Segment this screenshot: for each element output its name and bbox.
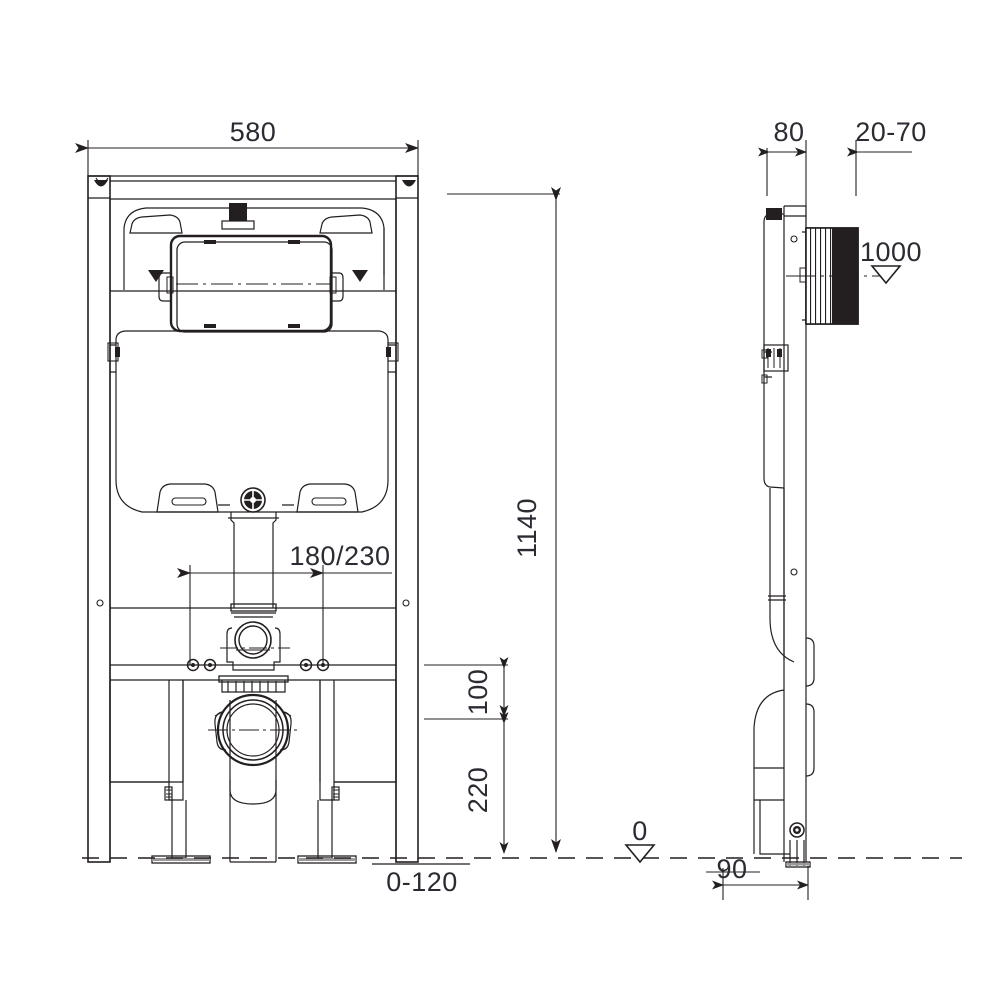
waste-pipe-elbow (208, 675, 298, 863)
fill-valve-knob (240, 487, 266, 513)
datum-zero-marker (624, 844, 656, 864)
level-triangle-left (148, 270, 164, 282)
dimension-580 (75, 140, 419, 176)
dimension-label-580: 580 (230, 117, 277, 147)
datum-label-0: 0 (632, 816, 648, 846)
dimension-180-230 (177, 565, 392, 665)
side-frame-foot (785, 822, 811, 868)
frame-leg-right (297, 680, 357, 864)
frame-lower-horizontals (109, 680, 397, 783)
level-label-1000: 1000 (860, 237, 922, 267)
cistern-body (107, 207, 399, 513)
dimension-label-0-120: 0-120 (386, 867, 458, 897)
inspection-opening (158, 203, 344, 333)
dimension-90 (706, 866, 809, 900)
dimension-label-220: 220 (463, 767, 493, 814)
dimension-label-180-230: 180/230 (289, 541, 390, 571)
dimension-label-100: 100 (463, 669, 493, 716)
frame-mid-rails (110, 607, 396, 681)
dimension-label-80: 80 (773, 117, 804, 147)
side-frame-lugs (805, 637, 815, 777)
dimension-label-20-70: 20-70 (855, 117, 927, 147)
cistern-bottom-tabs (156, 483, 359, 513)
dimension-label-90: 90 (716, 854, 747, 884)
level-triangle-right (352, 270, 368, 282)
dimension-1140 (447, 187, 561, 853)
side-cistern-body (753, 208, 795, 855)
dimension-label-1140: 1140 (512, 498, 542, 558)
frame-leg-left (151, 680, 211, 864)
frame-right-rail (395, 175, 419, 863)
flush-pipe (228, 512, 279, 618)
level-1000-triangle (870, 265, 902, 285)
frame-top-crossbar (88, 175, 418, 200)
frame-inner-posts (109, 199, 397, 862)
frame-screw-holes (96, 599, 410, 607)
flush-elbow-upper (220, 621, 290, 671)
side-frame-profile (783, 205, 807, 862)
frame-left-rail (87, 175, 111, 863)
dimension-100 (424, 657, 509, 720)
